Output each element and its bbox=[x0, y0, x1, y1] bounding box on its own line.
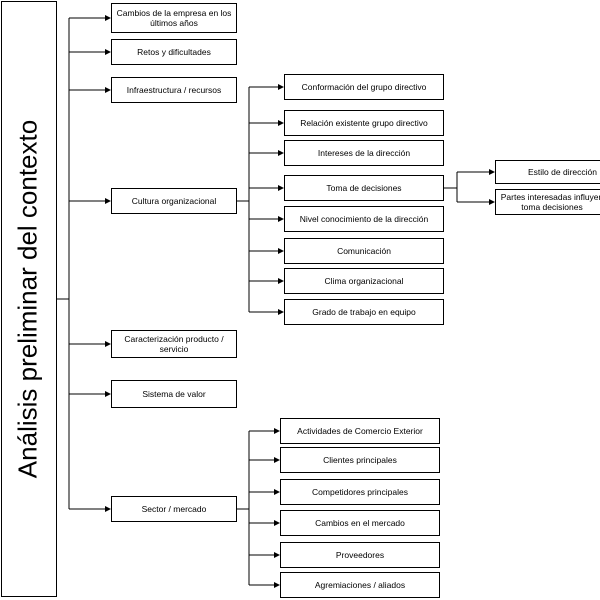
category-cambios: Cambios de la empresa en los últimos año… bbox=[111, 3, 237, 33]
category-label: Caracterización producto / servicio bbox=[124, 333, 224, 354]
category-label: Sector / mercado bbox=[141, 503, 207, 514]
cultura-item-label: Conformación del grupo directivo bbox=[301, 81, 427, 92]
decisiones-item-estilo: Estilo de dirección bbox=[495, 160, 600, 184]
decisiones-item-label: Partes interesadas influyen toma decisio… bbox=[500, 191, 600, 212]
cultura-item-intereses: Intereses de la dirección bbox=[284, 140, 444, 166]
sector-item-label: Actividades de Comercio Exterior bbox=[297, 425, 423, 436]
cultura-item-label: Comunicación bbox=[337, 245, 391, 256]
category-label: Retos y dificultades bbox=[137, 46, 211, 57]
cultura-item-label: Clima organizacional bbox=[324, 275, 404, 286]
category-caracterizacion: Caracterización producto / servicio bbox=[111, 330, 237, 358]
sector-item-comercio-exterior: Actividades de Comercio Exterior bbox=[280, 418, 440, 444]
cultura-item-toma-decisiones: Toma de decisiones bbox=[284, 175, 444, 201]
decisiones-item-partes: Partes interesadas influyen toma decisio… bbox=[495, 189, 600, 215]
category-infraestructura: Infraestructura / recursos bbox=[111, 77, 237, 103]
cultura-item-conformacion: Conformación del grupo directivo bbox=[284, 74, 444, 100]
cultura-item-clima: Clima organizacional bbox=[284, 268, 444, 294]
cultura-item-label: Relación existente grupo directivo bbox=[300, 117, 428, 128]
cultura-item-trabajo-equipo: Grado de trabajo en equipo bbox=[284, 299, 444, 325]
root-label: Análisis preliminar del contexto bbox=[12, 119, 43, 479]
sector-item-competidores: Competidores principales bbox=[280, 479, 440, 505]
sector-item-cambios-mercado: Cambios en el mercado bbox=[280, 510, 440, 536]
cultura-item-label: Intereses de la dirección bbox=[317, 147, 411, 158]
cultura-item-label: Toma de decisiones bbox=[326, 182, 402, 193]
decisiones-item-label: Estilo de dirección bbox=[528, 166, 597, 177]
cultura-item-comunicacion: Comunicación bbox=[284, 238, 444, 264]
sector-item-label: Cambios en el mercado bbox=[315, 517, 405, 528]
sector-item-agremiaciones: Agremiaciones / aliados bbox=[280, 572, 440, 598]
cultura-item-label: Nivel conocimiento de la dirección bbox=[299, 213, 429, 224]
cultura-item-relacion: Relación existente grupo directivo bbox=[284, 110, 444, 136]
category-label: Cambios de la empresa en los últimos año… bbox=[116, 7, 232, 28]
cultura-item-nivel-conocimiento: Nivel conocimiento de la dirección bbox=[284, 206, 444, 232]
category-retos: Retos y dificultades bbox=[111, 39, 237, 65]
sector-item-label: Competidores principales bbox=[312, 486, 408, 497]
category-cultura: Cultura organizacional bbox=[111, 188, 237, 214]
sector-item-label: Clientes principales bbox=[323, 454, 397, 465]
category-label: Sistema de valor bbox=[142, 388, 206, 399]
category-sistema: Sistema de valor bbox=[111, 380, 237, 408]
sector-item-label: Agremiaciones / aliados bbox=[314, 579, 406, 590]
sector-item-label: Proveedores bbox=[335, 549, 385, 560]
category-label: Infraestructura / recursos bbox=[126, 84, 222, 95]
category-label: Cultura organizacional bbox=[131, 195, 217, 206]
cultura-item-label: Grado de trabajo en equipo bbox=[312, 306, 416, 317]
sector-item-proveedores: Proveedores bbox=[280, 542, 440, 568]
root-box bbox=[1, 1, 57, 597]
category-sector: Sector / mercado bbox=[111, 496, 237, 522]
sector-item-clientes: Clientes principales bbox=[280, 447, 440, 473]
